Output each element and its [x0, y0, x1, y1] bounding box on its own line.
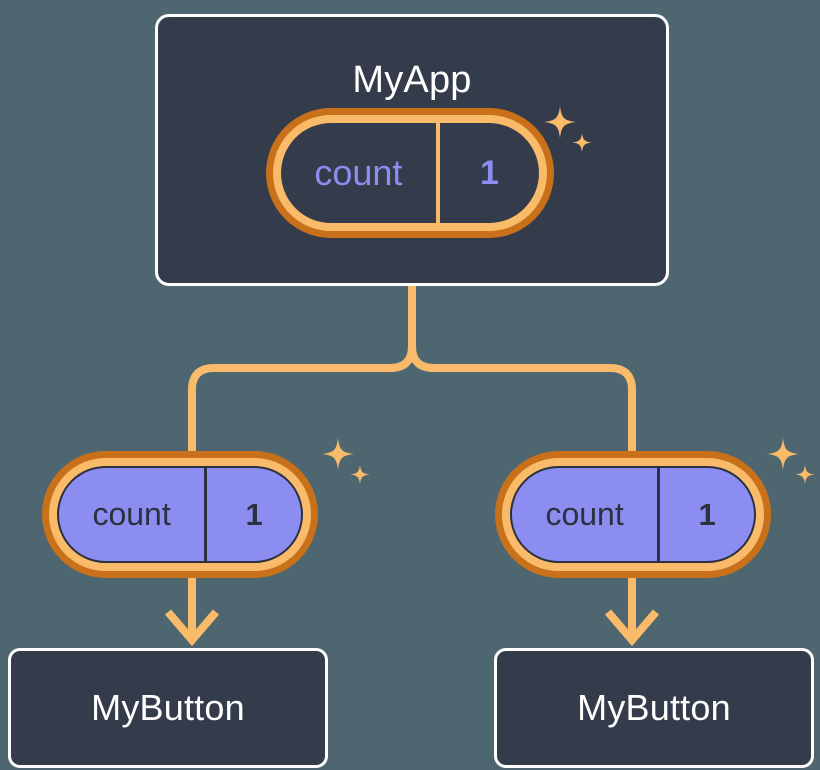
prop-value-left: 1: [245, 496, 263, 532]
prop-pill-right[interactable]: count 1: [495, 451, 771, 578]
page-title: MyApp: [352, 59, 472, 101]
prop-value-cell-right: 1: [657, 468, 754, 561]
state-value: 1: [479, 153, 499, 192]
prop-value-right: 1: [698, 496, 716, 532]
prop-pill-inner-ring-left: count 1: [49, 458, 311, 571]
prop-key-right: count: [545, 496, 624, 532]
arrow-down-icon-right: [604, 609, 660, 647]
state-pill-inner-ring: count 1: [273, 115, 547, 231]
component-title-right: MyButton: [577, 687, 731, 728]
state-pill-body: count 1: [281, 123, 539, 223]
component-title-left: MyButton: [91, 687, 245, 728]
arrow-down-icon-left: [164, 609, 220, 647]
prop-pill-body-right: count 1: [510, 466, 756, 563]
prop-key-left: count: [92, 496, 171, 532]
state-value-cell: 1: [435, 123, 539, 223]
sparkle-four-point-icon-left: [322, 438, 370, 484]
prop-pill-inner-ring-right: count 1: [502, 458, 764, 571]
component-card-mybutton-left[interactable]: MyButton: [8, 648, 328, 768]
prop-pill-body-left: count 1: [57, 466, 303, 563]
tree-branch-right: [408, 345, 636, 452]
component-card-mybutton-right[interactable]: MyButton: [494, 648, 814, 768]
prop-value-cell-left: 1: [204, 468, 301, 561]
sparkle-large-glyph: [767, 438, 799, 470]
state-key: count: [314, 152, 403, 193]
sparkle-small-glyph: [350, 465, 370, 484]
sparkle-large-glyph: [322, 438, 354, 470]
sparkle-four-point-icon-right: [767, 438, 815, 484]
tree-branch-left: [188, 345, 416, 452]
state-pill-myapp[interactable]: count 1: [266, 108, 554, 238]
prop-pill-left[interactable]: count 1: [42, 451, 318, 578]
sparkle-small-glyph: [795, 465, 815, 484]
